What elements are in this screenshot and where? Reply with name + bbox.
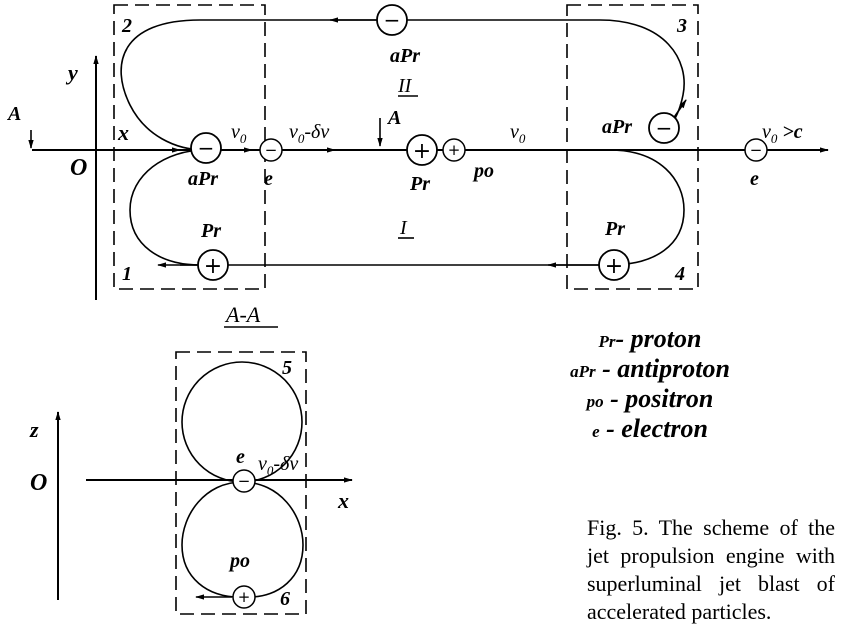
svg-text:−: − bbox=[265, 141, 278, 159]
electron-section: − bbox=[232, 469, 256, 493]
antiproton-left: − bbox=[190, 132, 222, 164]
v0-minus-dv-section-label: v0-δv bbox=[258, 453, 298, 478]
electron-right: − bbox=[744, 138, 768, 162]
block-3-4-frame bbox=[566, 4, 699, 290]
proton-left-bottom: + bbox=[197, 249, 229, 281]
block-5-label: 5 bbox=[282, 357, 292, 379]
block-1-label: 1 bbox=[122, 263, 132, 285]
block-6-label: 6 bbox=[280, 588, 290, 610]
v0-gt-c-label: v0 >c bbox=[762, 121, 803, 146]
section-mark-left: A bbox=[6, 103, 21, 125]
loop-2 bbox=[120, 19, 206, 151]
block-2-label: 2 bbox=[121, 15, 132, 37]
positron-section: + bbox=[232, 585, 256, 609]
origin-label: O bbox=[70, 155, 87, 181]
positron-center: + bbox=[442, 138, 466, 162]
block-4-label: 4 bbox=[674, 263, 685, 285]
label-e-right: e bbox=[750, 168, 759, 190]
legend-proton: Pr- proton bbox=[598, 324, 702, 353]
label-po-section: po bbox=[228, 550, 250, 572]
svg-text:−: − bbox=[656, 116, 673, 140]
section-title: A-A bbox=[224, 302, 261, 327]
origin-label-section: O bbox=[30, 470, 47, 496]
block-2-1-frame bbox=[113, 4, 266, 290]
proton-center: + bbox=[406, 134, 438, 166]
loop-4 bbox=[609, 149, 685, 266]
antiproton-right: − bbox=[648, 112, 680, 144]
x-axis-section-label: x bbox=[337, 488, 349, 513]
svg-text:+: + bbox=[413, 139, 431, 164]
v0-label: v0 bbox=[231, 121, 247, 146]
svg-text:−: − bbox=[384, 8, 401, 32]
svg-text:−: − bbox=[198, 136, 215, 160]
legend-antiproton: aPr - antiproton bbox=[570, 354, 730, 383]
section-mark-mid: A bbox=[386, 107, 401, 129]
legend-electron: e - electron bbox=[592, 414, 708, 443]
label-aPr-right: aPr bbox=[602, 116, 632, 138]
svg-text:−: − bbox=[238, 472, 251, 490]
block-5-6-frame bbox=[175, 351, 307, 615]
electron-left: − bbox=[259, 138, 283, 162]
v0-label-mid: v0 bbox=[510, 121, 526, 146]
label-Pr-center: Pr bbox=[409, 173, 430, 195]
x-axis-label: x bbox=[117, 120, 129, 145]
label-e-section: e bbox=[236, 446, 245, 468]
svg-text:+: + bbox=[238, 588, 251, 606]
svg-text:+: + bbox=[448, 141, 461, 159]
z-axis-label: z bbox=[29, 417, 39, 442]
antiproton-top: − bbox=[376, 4, 408, 36]
proton-right-bottom: + bbox=[598, 249, 630, 281]
label-aPr-left: aPr bbox=[188, 168, 218, 190]
loop-6-left bbox=[181, 481, 243, 598]
v0-minus-dv-label: v0-δv bbox=[289, 121, 329, 146]
y-axis-label: y bbox=[65, 60, 78, 85]
channel-ii-label: II bbox=[397, 75, 413, 97]
svg-text:+: + bbox=[605, 254, 623, 279]
legend-positron: po - positron bbox=[586, 384, 714, 413]
figure-caption: Fig. 5. The scheme of the jet propulsion… bbox=[587, 515, 835, 624]
loop-1 bbox=[129, 149, 206, 266]
loop-6-right bbox=[241, 481, 304, 598]
label-Pr-right: Pr bbox=[604, 218, 625, 240]
block-3-label: 3 bbox=[676, 15, 687, 37]
svg-text:+: + bbox=[204, 254, 222, 279]
svg-text:−: − bbox=[750, 141, 763, 159]
label-aPr-top: aPr bbox=[390, 45, 420, 67]
label-po-center: po bbox=[472, 160, 494, 182]
label-e-left: e bbox=[264, 168, 273, 190]
label-Pr-left: Pr bbox=[200, 220, 221, 242]
channel-i-label: I bbox=[399, 217, 408, 239]
